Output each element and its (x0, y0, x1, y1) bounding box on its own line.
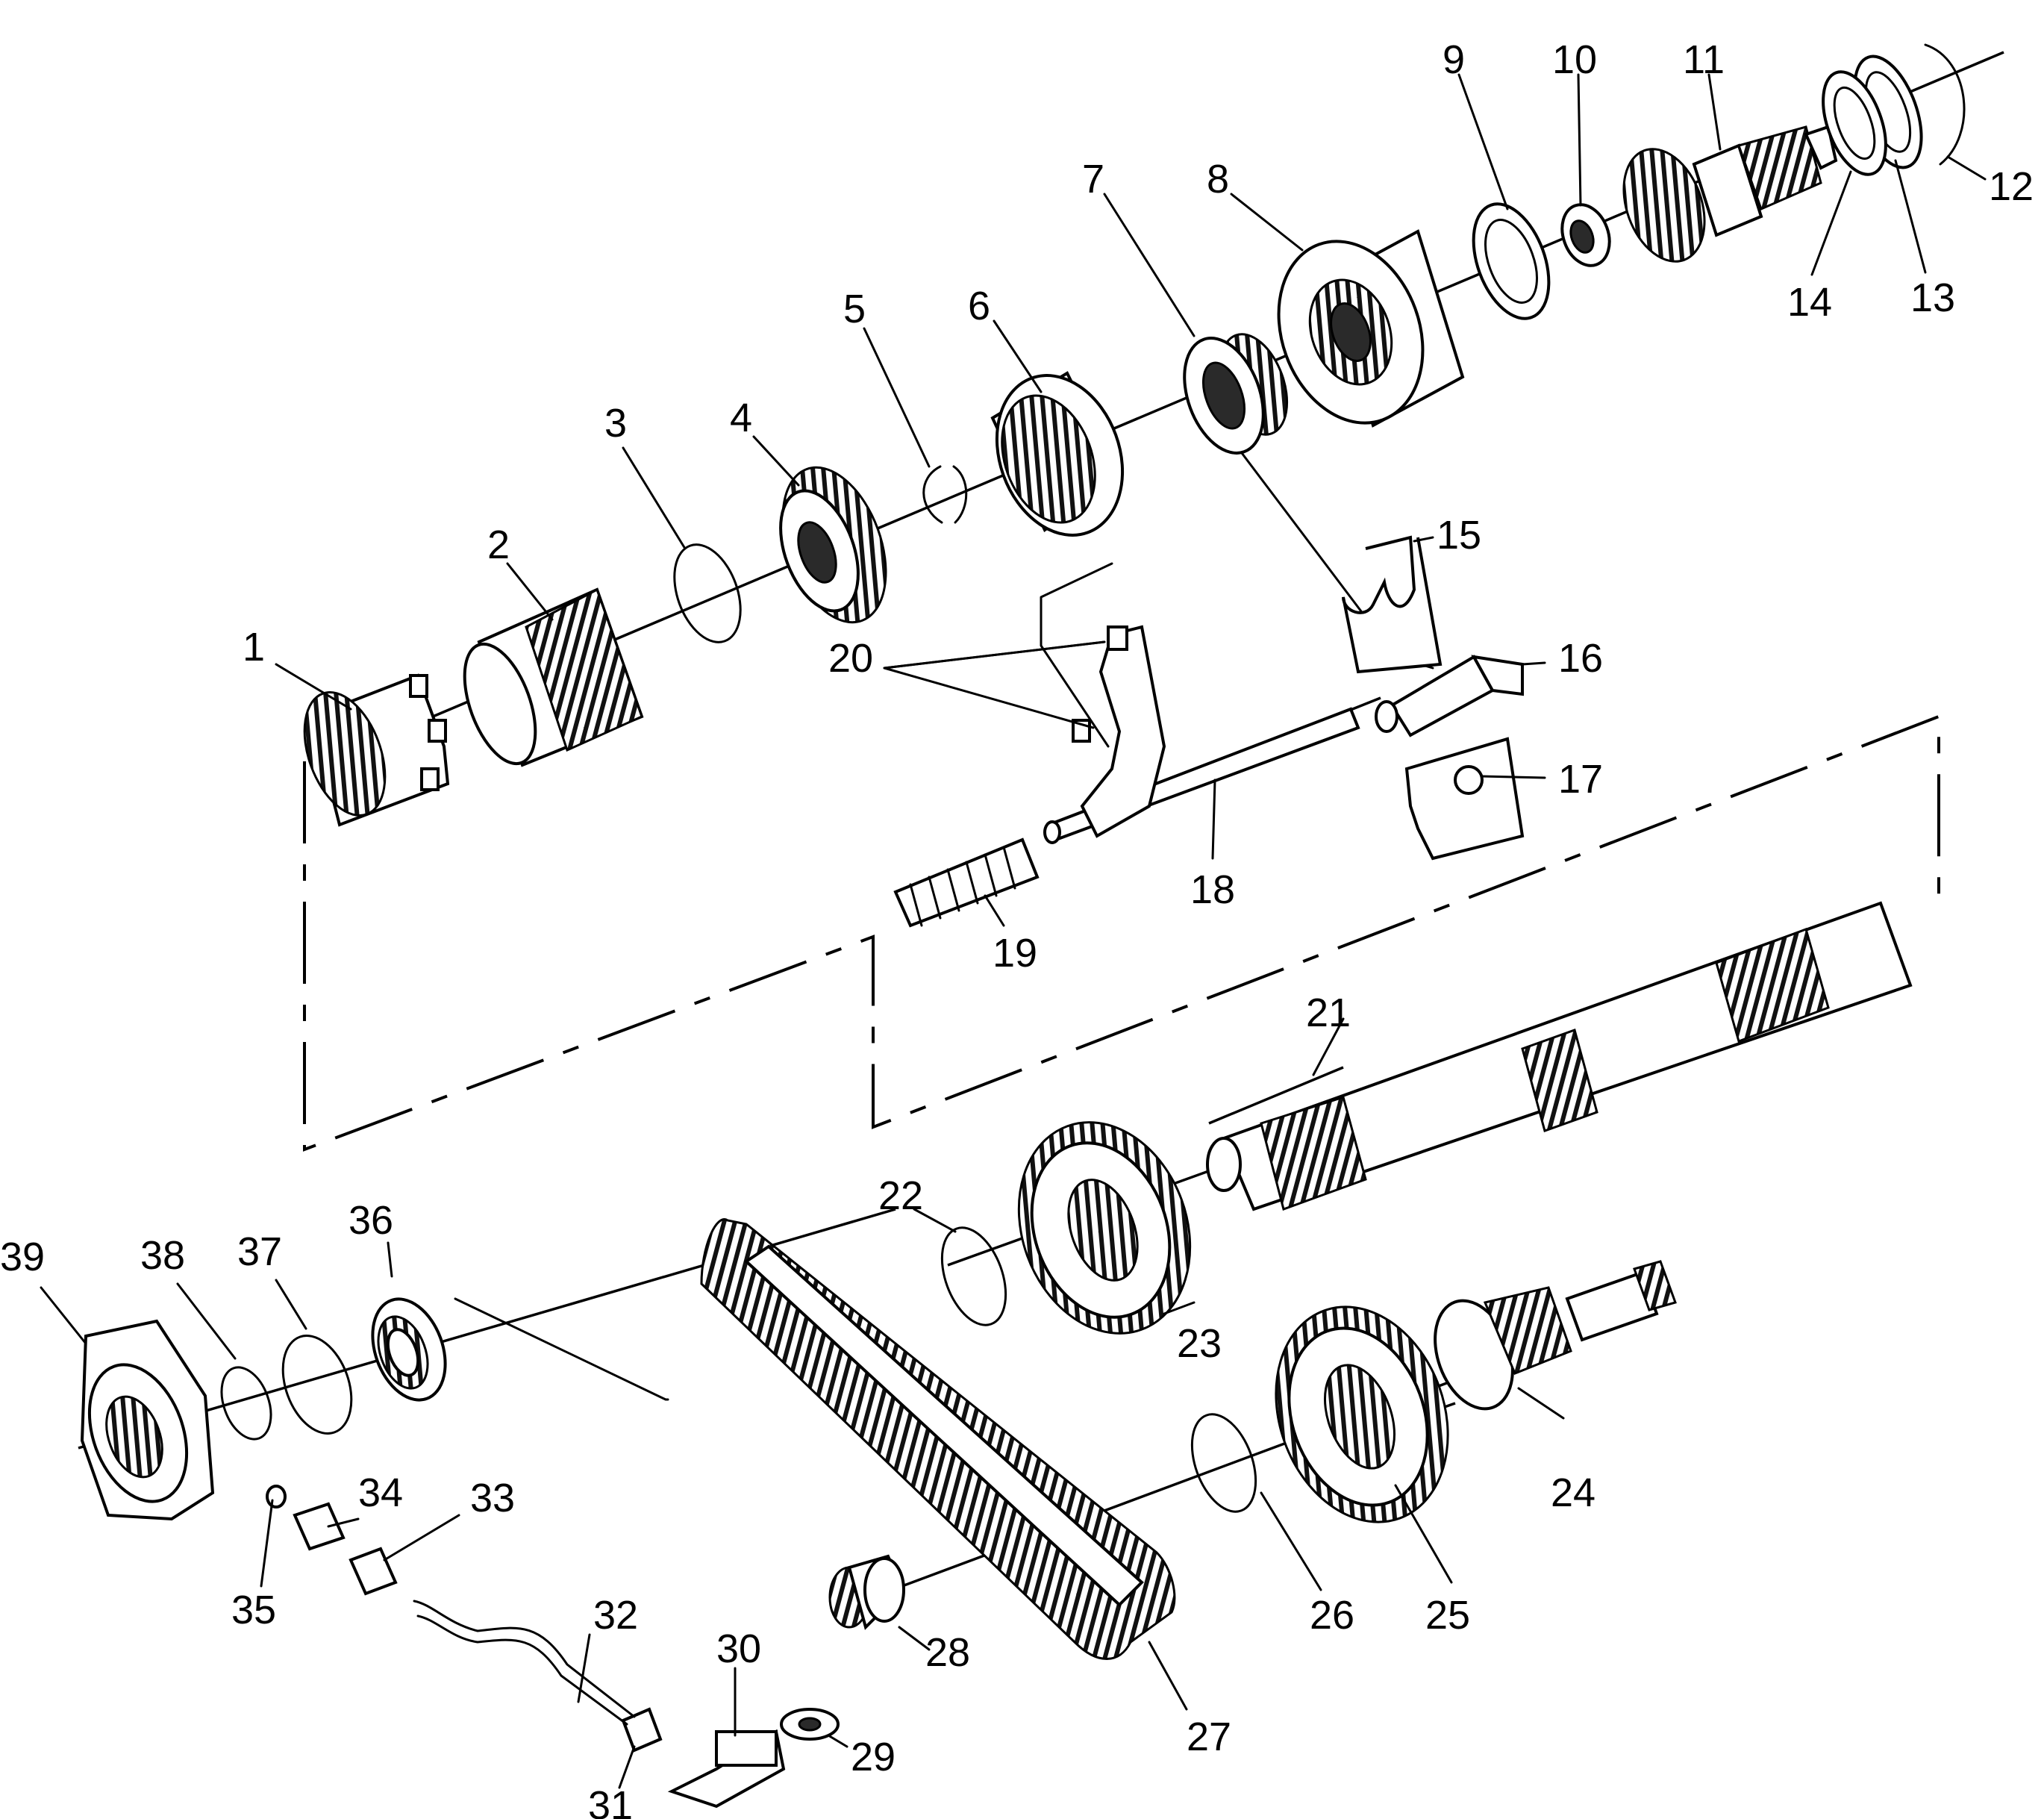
part-10-bushing (1560, 203, 1611, 267)
callout-20: 20 (828, 636, 873, 681)
callout-15: 15 (1437, 513, 1481, 558)
callout-22: 22 (878, 1173, 923, 1218)
callout-3: 3 (604, 401, 627, 446)
callout-28: 28 (925, 1630, 970, 1675)
callout-5: 5 (843, 287, 866, 331)
callout-labels: 1 2 3 4 5 6 7 8 9 10 11 12 13 14 15 16 1… (0, 37, 2034, 1819)
part-24-front-output-shaft (1434, 1260, 1677, 1411)
part-8-planetary-carrier (1277, 229, 1465, 428)
callout-19: 19 (993, 931, 1037, 976)
part-30-pump-pickup (667, 1729, 786, 1809)
part-7-hub (1183, 333, 1289, 455)
callout-35: 35 (231, 1588, 276, 1632)
callout-23: 23 (1177, 1321, 1222, 1366)
part-15-shift-fork (1342, 535, 1443, 674)
callout-25: 25 (1425, 1593, 1470, 1638)
part-12-snap-ring (1924, 43, 1966, 166)
callout-18: 18 (1190, 867, 1235, 912)
part-23-drive-sprocket (1017, 1121, 1192, 1335)
assembly-axis-lines (78, 51, 2004, 1614)
callout-24: 24 (1551, 1470, 1595, 1515)
part-21-output-shaft (1206, 901, 1913, 1211)
part-34-coupling (293, 1502, 346, 1551)
callout-6: 6 (968, 284, 990, 328)
callout-36: 36 (349, 1198, 393, 1243)
callout-10: 10 (1552, 37, 1597, 82)
part-32-oil-pickup-tube (413, 1600, 636, 1726)
part-11-input-shaft (1622, 125, 1838, 263)
callout-37: 37 (237, 1229, 282, 1274)
callout-21: 21 (1306, 990, 1351, 1035)
part-14-thrust-washer (1822, 70, 1887, 176)
callout-26: 26 (1310, 1593, 1354, 1638)
part-17-lever-plate (1404, 737, 1525, 861)
callout-4: 4 (730, 396, 752, 440)
callout-31: 31 (588, 1783, 633, 1819)
part-5-snap-ring (922, 465, 968, 524)
callout-39: 39 (0, 1235, 45, 1279)
part-35-o-ring (266, 1485, 287, 1508)
callout-7: 7 (1082, 157, 1104, 202)
callout-29: 29 (851, 1735, 896, 1779)
part-28-needle-bearing (828, 1554, 905, 1630)
callout-17: 17 (1558, 757, 1603, 802)
callout-14: 14 (1787, 280, 1832, 325)
part-2-needle-bearing (463, 587, 644, 767)
part-3-snap-ring (673, 543, 742, 643)
part-37-snap-ring (281, 1335, 353, 1435)
part-36-seal (371, 1297, 447, 1402)
callout-9: 9 (1443, 37, 1465, 82)
callout-11: 11 (1683, 37, 1725, 82)
part-25-driven-sprocket (1275, 1305, 1449, 1523)
part-39-pump-housing (80, 1319, 215, 1521)
callout-2: 2 (487, 522, 510, 567)
callout-12: 12 (1989, 164, 2034, 209)
callout-32: 32 (593, 1593, 638, 1638)
callout-8: 8 (1207, 157, 1229, 202)
part-20-fork-pads (1072, 625, 1166, 838)
part-38-snap-ring (220, 1366, 272, 1441)
part-19-spring (893, 837, 1040, 928)
leader-lines (40, 73, 1987, 1789)
part-33-hose (349, 1547, 398, 1596)
callout-34: 34 (358, 1470, 403, 1515)
part-22-snap-ring (940, 1226, 1007, 1326)
callout-33: 33 (470, 1476, 515, 1520)
part-9-thrust-washer (1472, 202, 1551, 320)
part-27-drive-chain (700, 1218, 1176, 1660)
part-29-washer (780, 1708, 840, 1741)
part-4-gear (779, 466, 887, 624)
part-26-snap-ring (1190, 1413, 1257, 1513)
callout-30: 30 (716, 1626, 761, 1671)
part-6-synchronizer-sleeve (990, 371, 1125, 537)
callout-13: 13 (1910, 275, 1955, 320)
callout-16: 16 (1558, 636, 1603, 681)
part-16-detent-spring-plunger (1375, 655, 1524, 737)
part-1-sleeve (303, 673, 450, 827)
callout-27: 27 (1187, 1715, 1231, 1759)
callout-38: 38 (140, 1233, 185, 1278)
callout-1: 1 (243, 625, 265, 670)
part-31-oil-tube-end (621, 1707, 663, 1753)
